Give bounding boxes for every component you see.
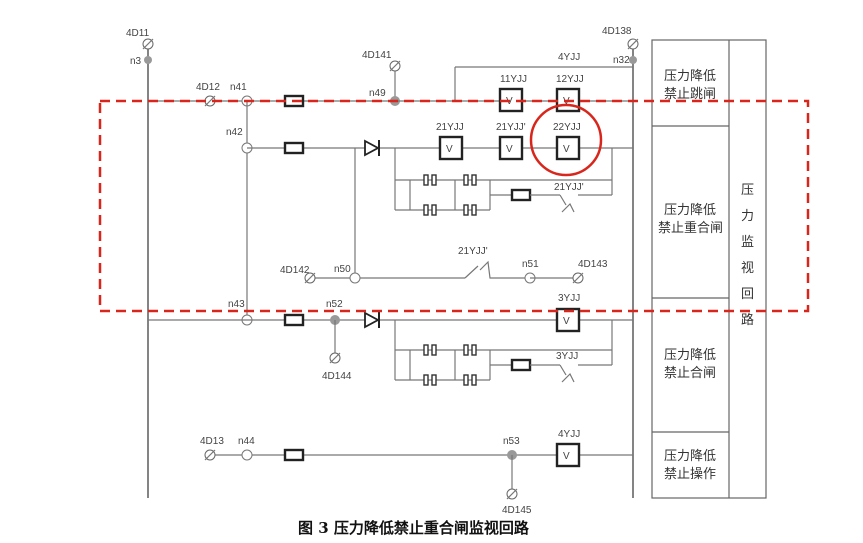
side-char-2: 力 — [741, 209, 754, 224]
label-n52: n52 — [326, 299, 343, 310]
svg-text:V: V — [563, 451, 570, 462]
highlight-dashed-box — [98, 99, 810, 313]
label-4D141: 4D141 — [362, 50, 392, 61]
label-n50: n50 — [334, 264, 351, 275]
label-4YJJ-top: 4YJJ — [558, 52, 580, 63]
label-n51: n51 — [522, 259, 539, 270]
node-n32 — [629, 56, 637, 64]
highlight-circle-22YJJ — [529, 103, 603, 177]
diode-row2 — [364, 139, 380, 157]
figure-caption: 图 3 压力降低禁止重合闸监视回路 — [298, 519, 530, 537]
svg-text:V: V — [446, 144, 453, 155]
label-11YJJ: 11YJJ — [500, 74, 527, 85]
label-4D12: 4D12 — [196, 82, 220, 93]
label-n49: n49 — [369, 88, 386, 99]
resistor-row2b — [510, 188, 532, 202]
label-4D13: 4D13 — [200, 436, 224, 447]
label-n53: n53 — [503, 436, 520, 447]
label-3YJJ: 3YJJ — [558, 293, 580, 304]
resistor-row3b — [510, 358, 532, 372]
capacitor-bank-row3 — [423, 344, 477, 386]
resistor-row4 — [283, 448, 305, 462]
panel-label-2b: 禁止重合闸 — [658, 220, 723, 236]
label-21YJJ: 21YJJ — [436, 122, 464, 133]
label-n41: n41 — [230, 82, 247, 93]
label-n42: n42 — [226, 127, 243, 138]
label-21YJJp-contact: 21YJJ' — [554, 182, 584, 193]
label-n32: n32 — [613, 55, 630, 66]
relay-21YJJ — [438, 135, 464, 161]
panel-label-2a: 压力降低 — [664, 203, 716, 218]
label-12YJJ: 12YJJ — [556, 74, 584, 85]
side-char-3: 监 — [741, 235, 754, 250]
svg-text:V: V — [563, 144, 570, 155]
label-4D142: 4D142 — [280, 265, 310, 276]
function-panel — [651, 39, 767, 499]
contact-21YJJp — [559, 194, 575, 213]
node-n3 — [144, 56, 152, 64]
capacitor-bank-row2 — [423, 174, 477, 216]
label-3YJJ-contact: 3YJJ — [556, 351, 578, 362]
panel-label-4b: 禁止操作 — [664, 466, 716, 482]
label-4D138: 4D138 — [602, 26, 632, 37]
relay-4YJJ — [555, 442, 581, 468]
svg-text:V: V — [506, 144, 513, 155]
diode-row3 — [364, 311, 380, 329]
side-char-4: 视 — [741, 261, 754, 276]
relay-21YJJp — [498, 135, 524, 161]
panel-label-3a: 压力降低 — [664, 348, 716, 363]
relay-22YJJ — [555, 135, 581, 161]
contact-3YJJ — [559, 364, 575, 383]
label-22YJJ: 22YJJ — [553, 122, 581, 133]
resistor-row3 — [283, 313, 305, 327]
label-n44: n44 — [238, 436, 255, 447]
side-char-1: 压 — [741, 183, 754, 198]
panel-label-4a: 压力降低 — [664, 449, 716, 464]
side-char-6: 路 — [741, 312, 754, 328]
label-4D144: 4D144 — [322, 371, 352, 382]
label-4YJJ: 4YJJ — [558, 429, 580, 440]
node-n44 — [241, 449, 253, 461]
svg-text:V: V — [563, 316, 570, 327]
relay-3YJJ — [555, 307, 581, 333]
resistor-row2 — [283, 141, 305, 155]
label-21YJJp: 21YJJ' — [496, 122, 526, 133]
label-4D145: 4D145 — [502, 505, 532, 516]
label-4D11: 4D11 — [126, 28, 150, 39]
panel-label-3b: 禁止合闸 — [664, 366, 716, 381]
node-n50 — [349, 272, 361, 284]
label-n3: n3 — [130, 56, 142, 67]
label-n43: n43 — [228, 299, 245, 310]
panel-label-1a: 压力降低 — [664, 69, 716, 84]
panel-label-1b: 禁止跳闸 — [664, 87, 716, 102]
label-4D143: 4D143 — [578, 259, 608, 270]
switch-21YJJp — [464, 260, 530, 279]
label-21YJJp-switch: 21YJJ' — [458, 246, 488, 257]
side-char-5: 回 — [741, 287, 754, 302]
